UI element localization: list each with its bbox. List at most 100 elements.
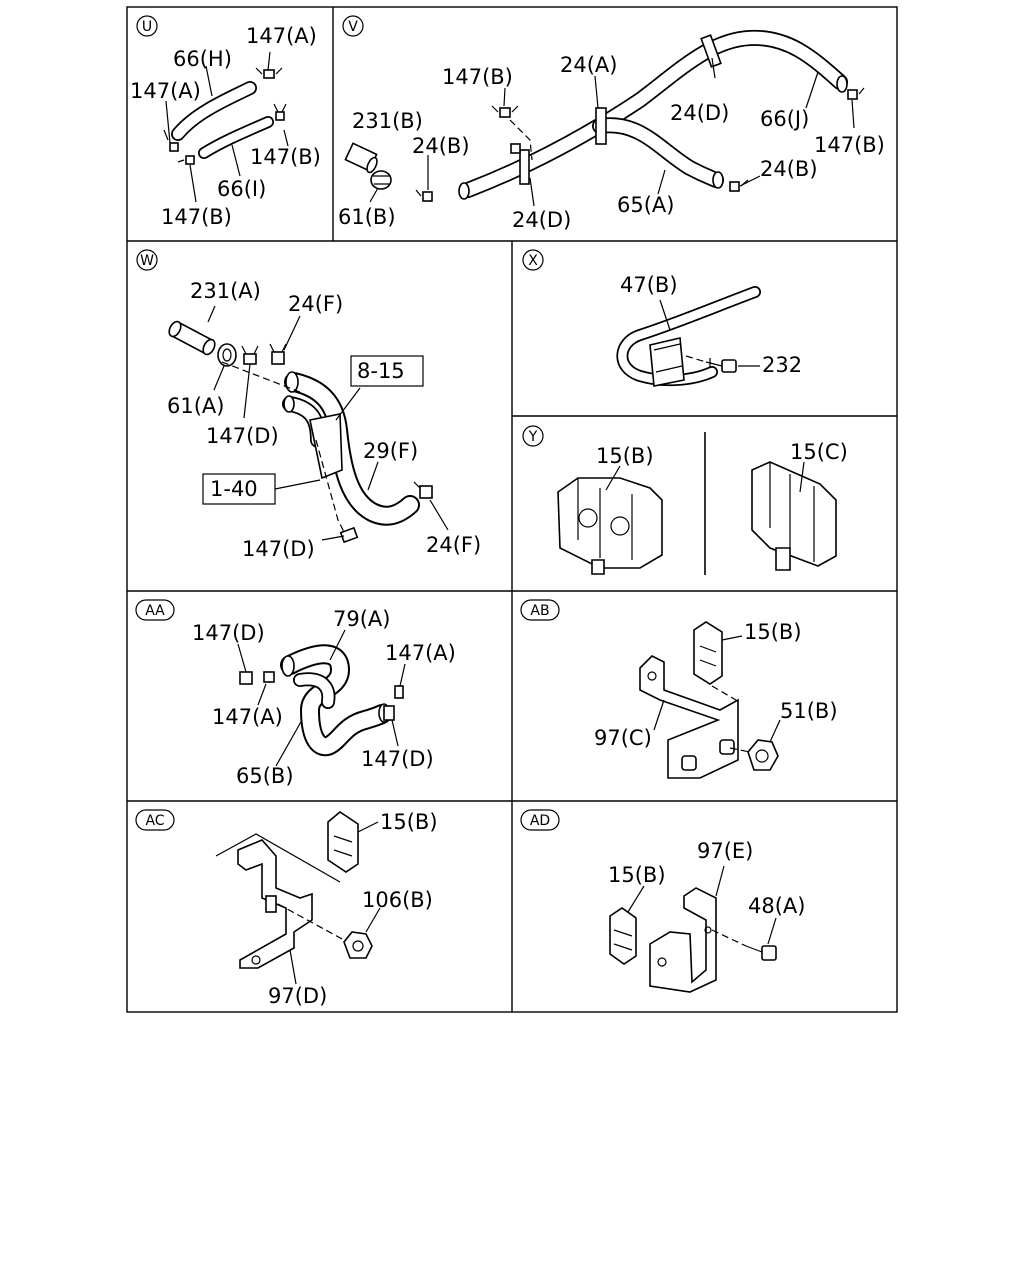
part-label: 65(A) xyxy=(617,193,674,217)
svg-text:8-15: 8-15 xyxy=(357,359,405,383)
part-label: 147(B) xyxy=(161,205,232,229)
part-label: 147(B) xyxy=(442,65,513,89)
part-label: 61(A) xyxy=(167,394,224,418)
part-label: 79(A) xyxy=(333,607,390,631)
part-label: 66(I) xyxy=(217,177,266,201)
clamp xyxy=(700,34,722,68)
part-label: 147(A) xyxy=(246,24,317,48)
panel-v: V xyxy=(338,15,885,232)
clamp xyxy=(519,149,530,185)
part-label: 47(B) xyxy=(620,273,678,297)
svg-text:W: W xyxy=(140,253,154,269)
bolt xyxy=(339,526,359,544)
clip xyxy=(177,155,195,165)
panel-badge: AC xyxy=(135,809,175,831)
bolt-48a xyxy=(745,945,777,961)
part-label: 147(D) xyxy=(206,424,279,448)
clip xyxy=(394,685,404,699)
svg-text:AA: AA xyxy=(145,603,165,619)
pipe-clip xyxy=(649,337,685,387)
part-label: 147(D) xyxy=(242,537,315,561)
part-label: 24(D) xyxy=(670,101,729,125)
part-label: 24(B) xyxy=(412,134,470,158)
part-label: 48(A) xyxy=(748,894,805,918)
clip xyxy=(273,103,287,121)
part-label: 97(E) xyxy=(697,839,753,863)
part-label: 15(B) xyxy=(608,863,666,887)
panel-ad: AD 97(E) 15(B) 48(A) xyxy=(520,809,805,993)
panel-badge: AA xyxy=(135,599,175,621)
part-label: 24(D) xyxy=(512,208,571,232)
part-label: 66(J) xyxy=(760,107,809,131)
nut-106b xyxy=(343,931,373,959)
svg-text:AD: AD xyxy=(530,813,550,829)
part-label: 15(B) xyxy=(380,810,438,834)
panel-aa: AA 147(D) 79(A) 147(A) 147(A) 65(B) 147(… xyxy=(135,599,456,788)
part-label: 65(B) xyxy=(236,764,294,788)
part-label: 231(B) xyxy=(352,109,423,133)
panel-ac: AC 15(B) 106(B) 97(D) xyxy=(135,809,438,1008)
part-label: 147(A) xyxy=(212,705,283,729)
part-label: 147(B) xyxy=(814,133,885,157)
nut-51b xyxy=(747,739,779,771)
bolt-232 xyxy=(705,358,737,373)
svg-text:AB: AB xyxy=(530,603,549,619)
clip xyxy=(847,87,865,100)
part-label: 29(F) xyxy=(363,439,418,463)
bracket-97c xyxy=(639,655,739,779)
part-label: 147(B) xyxy=(250,145,321,169)
clip-15b xyxy=(693,621,723,685)
clamp-61a xyxy=(217,343,237,367)
bracket-97d xyxy=(237,839,313,969)
clip-15b xyxy=(557,477,663,575)
svg-text:X: X xyxy=(528,253,538,269)
clip xyxy=(269,343,287,365)
part-label: 15(B) xyxy=(744,620,802,644)
panel-ab: AB 15(B) 51(B) 97(C) xyxy=(520,599,838,779)
part-label: 147(D) xyxy=(192,621,265,645)
part-label: 147(D) xyxy=(361,747,434,771)
clip xyxy=(383,705,395,721)
clamp-61b xyxy=(370,170,392,190)
part-label: 232 xyxy=(762,353,802,377)
clip xyxy=(263,671,275,683)
svg-text:V: V xyxy=(348,19,358,35)
part-label: 61(B) xyxy=(338,205,396,229)
part-label: 231(A) xyxy=(190,279,261,303)
reference-box: 1-40 xyxy=(202,473,276,505)
part-label: 66(H) xyxy=(173,47,232,71)
clip xyxy=(491,105,519,118)
panel-grid xyxy=(126,6,898,1013)
panel-w: W 8-15 xyxy=(136,249,481,561)
bracket-97e xyxy=(649,887,717,993)
part-label: 24(B) xyxy=(760,157,818,181)
part-label: 15(C) xyxy=(790,440,848,464)
part-label: 106(B) xyxy=(362,888,433,912)
panel-y: Y 15(B) 15(C) xyxy=(522,425,848,575)
clip xyxy=(510,143,521,154)
part-label: 51(B) xyxy=(780,699,838,723)
svg-text:U: U xyxy=(142,19,152,35)
svg-text:AC: AC xyxy=(145,813,164,829)
clip-15c xyxy=(751,461,837,571)
clip-15b xyxy=(327,811,359,873)
panel-badge: V xyxy=(342,15,364,37)
panel-badge: AD xyxy=(520,809,560,831)
panel-badge: U xyxy=(136,15,158,37)
part-label: 147(A) xyxy=(385,641,456,665)
part-label: 24(F) xyxy=(426,533,481,557)
svg-text:1-40: 1-40 xyxy=(210,477,258,501)
clip xyxy=(729,179,749,192)
clip xyxy=(255,67,283,79)
panel-u: U 147(A) 66(H) 147(A) 147(B) 66(I) 147(B… xyxy=(130,15,321,229)
part-label: 24(F) xyxy=(288,292,343,316)
pipe-231a xyxy=(168,320,216,356)
part-label: 97(C) xyxy=(594,726,652,750)
reference-box: 8-15 xyxy=(350,355,424,387)
panel-badge: W xyxy=(136,249,158,271)
clip xyxy=(413,481,433,499)
panel-badge: Y xyxy=(522,425,544,447)
part-label: 24(A) xyxy=(560,53,617,77)
part-label: 97(D) xyxy=(268,984,327,1008)
panel-badge: AB xyxy=(520,599,560,621)
